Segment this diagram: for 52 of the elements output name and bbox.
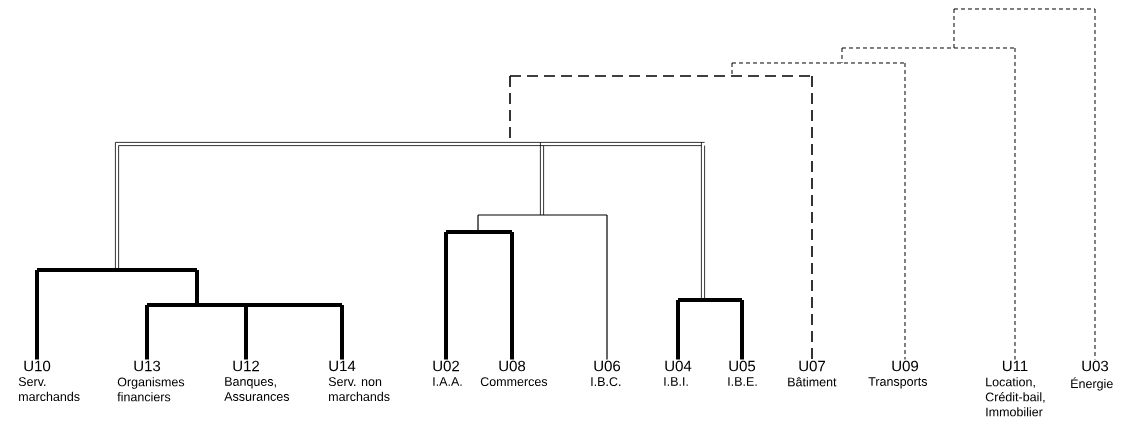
tree-branch xyxy=(145,305,149,360)
merge-bar xyxy=(147,303,342,307)
sector-name: I.B.I. xyxy=(664,377,688,386)
tree-branch xyxy=(740,300,744,360)
sector-name: I.A.A. xyxy=(433,377,462,386)
tree-branch xyxy=(731,62,733,77)
cluster-code: U06 xyxy=(594,360,621,372)
tree-branch xyxy=(340,305,344,360)
tree-branch xyxy=(244,305,248,360)
tree-branch xyxy=(811,75,813,361)
tree-branch xyxy=(1014,47,1016,361)
cluster-code: U13 xyxy=(134,360,161,372)
cluster-code: U14 xyxy=(329,360,356,372)
tree-branch xyxy=(115,142,120,271)
tree-branch xyxy=(477,214,479,233)
cluster-code: U02 xyxy=(433,360,459,372)
sector-name: Serv. non marchands xyxy=(328,377,390,402)
merge-bar xyxy=(37,268,197,272)
sector-name: Transports xyxy=(868,377,928,389)
sector-name: Commerces xyxy=(480,377,548,387)
cluster-code: U04 xyxy=(665,360,692,372)
tree-branch xyxy=(444,232,448,360)
tree-branch xyxy=(701,142,705,301)
sector-name: Organismes financiers xyxy=(117,377,185,402)
sector-name: Banques, Assurances xyxy=(224,377,290,401)
sector-name: Énergie xyxy=(1071,377,1113,391)
cluster-code: U11 xyxy=(1002,360,1028,372)
tree-branch xyxy=(953,8,955,49)
cluster-code: U07 xyxy=(799,360,825,372)
cluster-code: U08 xyxy=(499,360,526,372)
tree-branch xyxy=(606,214,608,361)
tree-branch xyxy=(1094,8,1096,360)
tree-branch xyxy=(35,270,39,360)
tree-branch xyxy=(676,300,680,360)
tree-branch xyxy=(841,47,843,64)
merge-bar xyxy=(446,230,512,234)
tree-branch xyxy=(540,142,544,216)
tree-branch xyxy=(510,232,514,360)
tree-branch xyxy=(904,62,906,360)
merge-bar xyxy=(678,298,742,302)
merge-bar xyxy=(115,142,705,146)
cluster-code: U03 xyxy=(1082,360,1109,372)
sector-name: I.B.E. xyxy=(728,377,757,386)
sector-name: Location, Crédit-bail, Immobilier xyxy=(985,377,1045,417)
cluster-code: U09 xyxy=(892,360,919,372)
sector-name: Bâtiment xyxy=(788,377,837,387)
cluster-code: U12 xyxy=(233,360,259,372)
cluster-code: U05 xyxy=(729,360,756,372)
tree-branch xyxy=(195,270,199,305)
cluster-code: U10 xyxy=(24,360,51,372)
sector-name: Serv. marchands xyxy=(18,377,80,402)
sector-name: I.B.C. xyxy=(591,377,621,387)
